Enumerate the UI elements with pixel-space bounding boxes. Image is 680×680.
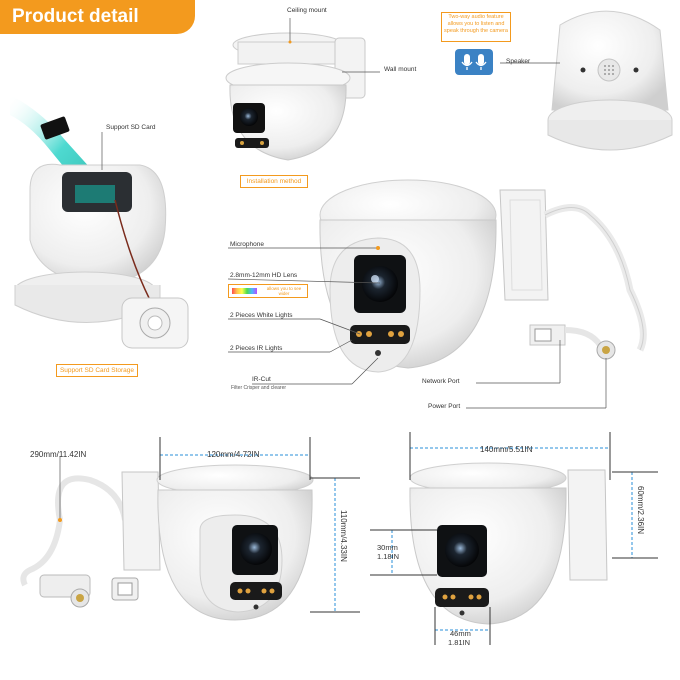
speaker-label: Speaker bbox=[506, 58, 531, 65]
leader-lines bbox=[58, 18, 607, 522]
microphone-pair-icon bbox=[455, 49, 493, 75]
lights-width-mm-label: 46mm bbox=[450, 629, 471, 638]
lights-width-in-label: 1.81IN bbox=[448, 638, 471, 647]
lens-note: allows you to see wider bbox=[266, 286, 302, 296]
dimension-camera-a-drawing bbox=[20, 464, 314, 621]
two-way-audio-note: Two-way audio feature allows you to list… bbox=[441, 12, 511, 42]
lens-height-in-label: 1.18IN bbox=[377, 552, 400, 561]
dimension-camera-b-drawing bbox=[409, 462, 608, 625]
cable-length-label: 290mm/11.42IN bbox=[30, 450, 87, 459]
sd-card-storage-label: Support SD Card Storage bbox=[56, 364, 138, 377]
lens-height-mm-label: 30mm bbox=[377, 543, 398, 552]
speaker-camera-drawing bbox=[547, 10, 673, 151]
width-b-label: 140mm/5.51IN bbox=[480, 445, 533, 454]
height-b-label: 60mm/2.36IN bbox=[636, 486, 645, 535]
ir-lights-label: 2 Pieces IR Lights bbox=[230, 345, 283, 352]
network-port-label: Network Port bbox=[422, 378, 460, 385]
main-camera-drawing bbox=[319, 179, 647, 373]
lens-note-box: allows you to see wider bbox=[228, 284, 308, 298]
sd-card-camera-drawing bbox=[10, 95, 189, 349]
support-sd-card-label: Support SD Card bbox=[106, 124, 156, 131]
width-a-label: 120mm/4.72IN bbox=[207, 450, 260, 459]
installation-method-label: Installation method bbox=[240, 175, 308, 188]
dimension-lines bbox=[159, 432, 658, 645]
ceiling-mount-label: Ceiling mount bbox=[287, 7, 327, 14]
lens-label: 2.8mm-12mm HD Lens bbox=[230, 272, 298, 279]
microphone-label: Microphone bbox=[230, 241, 264, 248]
height-a-label: 110mm/4.33IN bbox=[339, 510, 348, 562]
power-port-label: Power Port bbox=[428, 403, 461, 410]
ir-cut-label: IR-Cut bbox=[252, 376, 271, 383]
product-detail-banner: Product detail bbox=[0, 0, 195, 34]
white-lights-label: 2 Pieces White Lights bbox=[230, 312, 293, 319]
mount-camera-drawing bbox=[225, 32, 366, 161]
color-spectrum-icon bbox=[232, 288, 257, 294]
wall-mount-label: Wall mount bbox=[384, 66, 417, 73]
ir-cut-note: Filter Crisper and clearer bbox=[231, 385, 287, 391]
